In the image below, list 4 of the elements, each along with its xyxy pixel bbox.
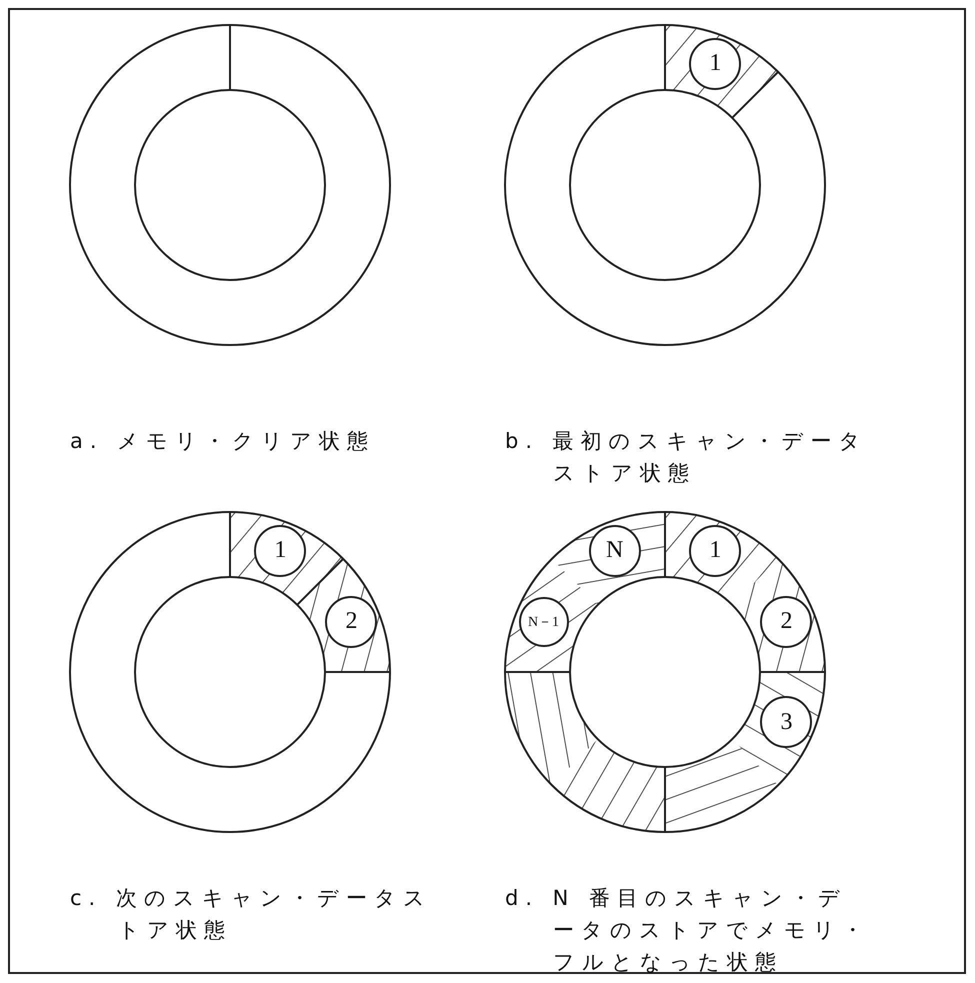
caption: d. N 番目のスキャン・データのストアでメモリ・フルとなった状態 — [505, 885, 871, 976]
caption: a. メモリ・クリア状態 — [70, 428, 376, 455]
caption: c. 次のスキャン・データストア状態 — [70, 885, 433, 944]
caption: b. 最初のスキャン・データストア状態 — [505, 428, 869, 487]
